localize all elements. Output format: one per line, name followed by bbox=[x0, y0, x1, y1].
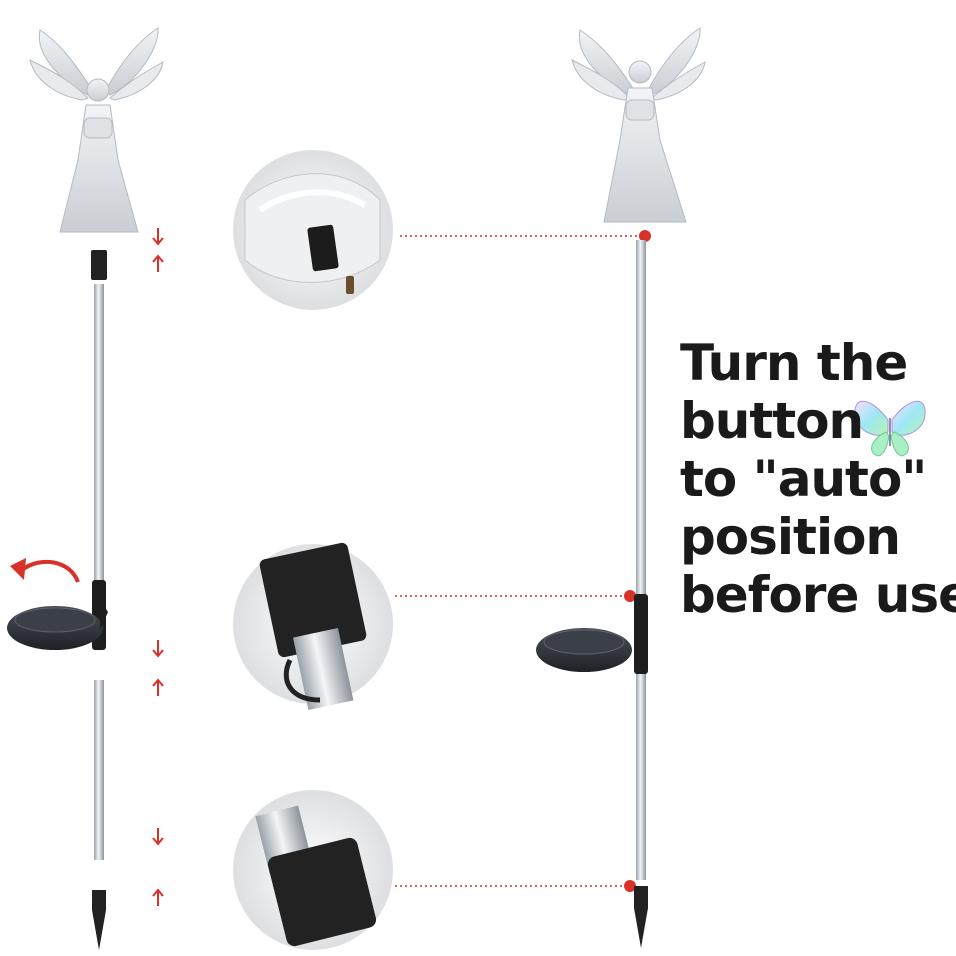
instruction-text: Turn the button to "auto" position befor… bbox=[680, 334, 956, 624]
right-assembled-angel bbox=[571, 27, 706, 223]
butterfly-icon bbox=[854, 400, 926, 457]
arrow-up-icon bbox=[152, 888, 164, 906]
left-exploded-angel bbox=[29, 27, 164, 233]
leader-line bbox=[400, 230, 651, 242]
left-pole-middle bbox=[94, 680, 104, 860]
instruction-line: Turn the bbox=[680, 334, 908, 392]
detail-circle-angel-base bbox=[233, 150, 393, 310]
leader-line bbox=[395, 590, 636, 602]
arrow-down-icon bbox=[152, 828, 164, 846]
detail-circle-solar-joint bbox=[233, 542, 393, 710]
left-solar-panel bbox=[7, 580, 108, 650]
instruction-line: button bbox=[680, 392, 864, 450]
right-pole bbox=[636, 240, 646, 880]
arrow-up-icon bbox=[152, 254, 164, 272]
arrow-down-icon bbox=[152, 228, 164, 246]
instruction-line: to "auto" bbox=[680, 450, 927, 508]
right-solar-panel bbox=[536, 594, 648, 674]
instruction-line: position bbox=[680, 508, 901, 566]
left-ground-spike bbox=[92, 890, 106, 950]
rotate-arrow-icon bbox=[10, 558, 80, 583]
leader-line bbox=[395, 880, 636, 892]
right-ground-spike bbox=[634, 886, 648, 948]
detail-circle-spike-joint bbox=[233, 790, 393, 950]
left-pole-upper bbox=[94, 284, 104, 584]
arrow-down-icon bbox=[152, 640, 164, 658]
instruction-line: before use. bbox=[680, 566, 956, 624]
arrow-up-icon bbox=[152, 678, 164, 696]
left-connector-black bbox=[91, 250, 107, 280]
